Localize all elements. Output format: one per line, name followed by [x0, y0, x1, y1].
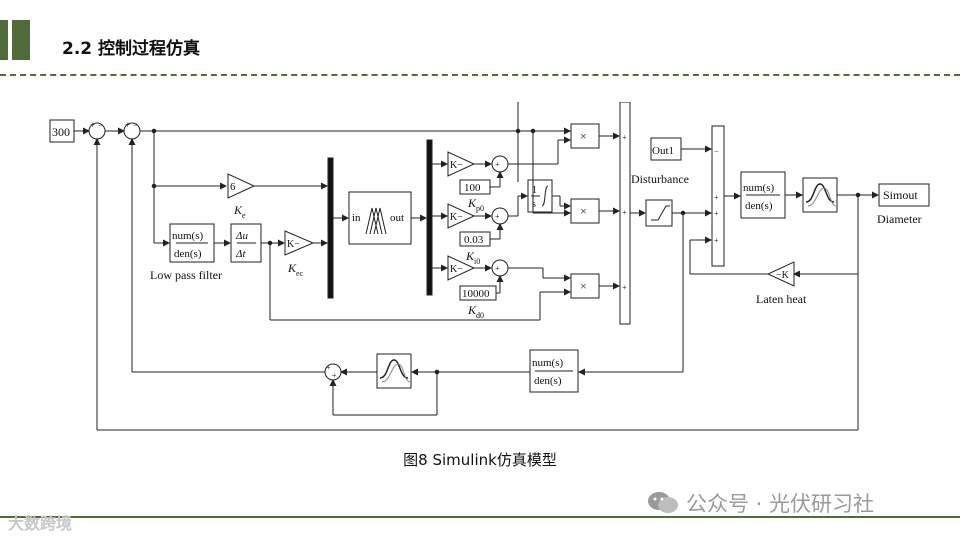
mult-1-symbol: ×: [580, 129, 587, 143]
feedback-transfer-fn: [529, 349, 579, 393]
ki-const: 0.03: [464, 234, 484, 246]
fuzzy-in: in: [352, 212, 361, 224]
plant-den: den(s): [745, 200, 773, 212]
laten-gain-text: −K: [776, 270, 790, 281]
integrator-num: 1: [532, 185, 537, 196]
sumbar2-plus-1: +: [714, 193, 719, 202]
figure-caption: 图8 Simulink仿真模型: [403, 451, 557, 469]
deriv-num: Δu: [235, 230, 248, 242]
mult-2-symbol: ×: [580, 204, 587, 218]
fuzzy-out: out: [390, 212, 404, 224]
sumbar2-plus-2: +: [714, 209, 719, 218]
diameter-label: Diameter: [877, 212, 922, 226]
lpf-label: Low pass filter: [150, 268, 222, 282]
ki-gain-text: K−: [450, 212, 463, 223]
laten-heat-label: Laten heat: [756, 292, 807, 306]
kec-gain-text: K−: [287, 239, 300, 250]
kd-sub: d0: [476, 311, 484, 320]
footer-line: [0, 516, 960, 518]
kp-gain-text: K−: [450, 160, 463, 171]
laten-heat-gain: [766, 261, 795, 287]
sum-ki-plus: +: [495, 212, 500, 221]
title-accent-block: [12, 20, 30, 60]
kp-const: 100: [464, 182, 481, 194]
fb-den: den(s): [534, 375, 562, 387]
ke-sub: e: [242, 211, 246, 220]
simout-label: Simout: [883, 188, 918, 202]
ke-label: K: [233, 203, 243, 217]
sum1-plus: +: [90, 120, 95, 130]
kd-label: K: [467, 303, 477, 317]
sumbar1-plus-1: +: [622, 133, 627, 142]
demux-2: [426, 139, 433, 296]
slide-title: 2.2 控制过程仿真: [62, 39, 201, 59]
sum-fb-plus-2: +: [332, 371, 337, 380]
ki-gain-block: [447, 203, 476, 229]
header-divider: [0, 74, 960, 76]
sum-kp-plus: +: [495, 160, 500, 169]
kd-gain-text: K−: [450, 264, 463, 275]
simulink-diagram: 300 + − + − 6 K e num(s) den(s) Low pass…: [48, 102, 931, 432]
disturbance-label: Disturbance: [631, 172, 689, 186]
simout-block: [878, 183, 930, 207]
sum2-minus: −: [133, 120, 138, 130]
feedback-delay-block: [376, 353, 412, 389]
sumbar2-plus-3: +: [714, 236, 719, 245]
lpf-den: den(s): [174, 248, 202, 260]
sumbar1-plus-3: +: [622, 283, 627, 292]
kec-label: K: [287, 261, 297, 275]
ki-sub: i0: [474, 257, 480, 266]
kp-gain-block: [447, 151, 476, 177]
kec-sub: ec: [296, 269, 304, 278]
kd-const: 10000: [462, 288, 490, 300]
plant-num: num(s): [743, 182, 775, 194]
sum1-minus: −: [98, 120, 103, 130]
out1-label: Out1: [652, 145, 674, 157]
sumbar1-plus-2: +: [622, 208, 627, 217]
title-accent-bar: [0, 20, 8, 60]
kd-gain-block: [447, 255, 476, 281]
wechat-icon: [648, 492, 678, 513]
source-value: 300: [52, 125, 70, 139]
sum-kd-plus: +: [495, 264, 500, 273]
saturation-block: [645, 199, 673, 227]
sum-fb-plus-1: +: [326, 363, 331, 372]
ke-gain-block: [227, 173, 256, 199]
lpf-num: num(s): [172, 230, 204, 242]
kp-label: K: [467, 196, 477, 210]
watermark-right-text: 公众号 · 光伏研习社: [686, 492, 875, 516]
watermark-left: 大数跨境: [8, 514, 73, 533]
mult-3-symbol: ×: [580, 279, 587, 293]
transport-delay-block: [802, 177, 838, 213]
sum2-plus: +: [125, 120, 130, 130]
mux-1: [327, 157, 334, 299]
sumbar2-minus: −: [714, 147, 719, 156]
integrator-den: s: [532, 199, 536, 210]
fb-num: num(s): [532, 357, 564, 369]
ki-label: K: [465, 249, 475, 263]
deriv-den: Δt: [235, 248, 246, 260]
kp-sub: p0: [476, 204, 484, 213]
watermark-right: 公众号 · 光伏研习社: [646, 488, 874, 518]
kec-gain-block: [284, 230, 315, 256]
ke-gain-value: 6: [230, 181, 236, 193]
